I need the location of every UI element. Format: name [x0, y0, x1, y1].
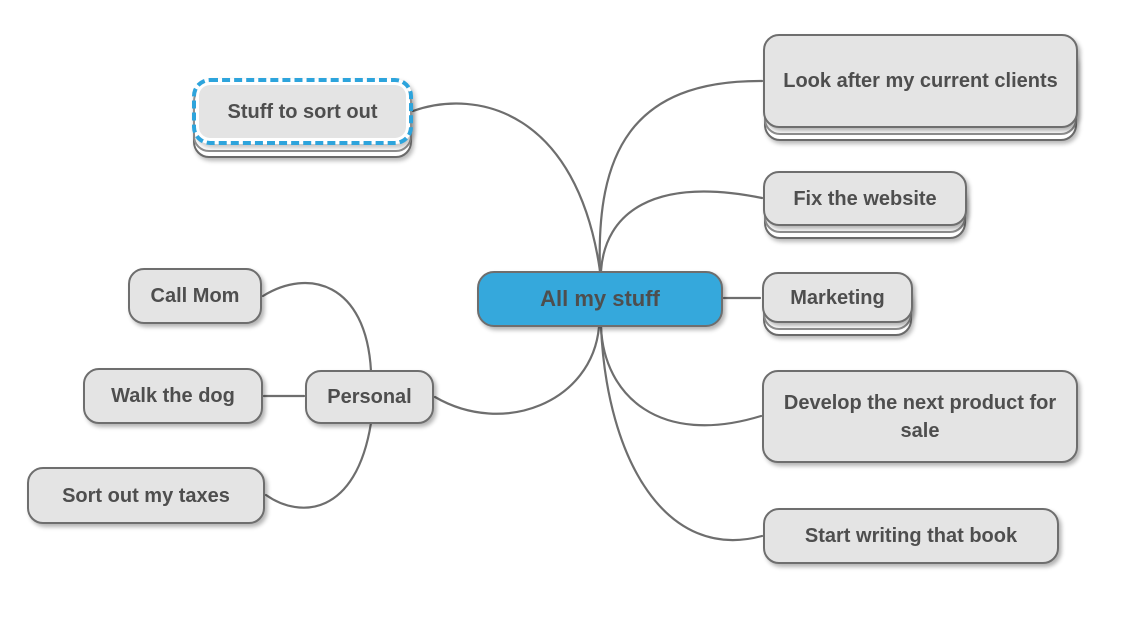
- node-box: Call Mom: [128, 268, 262, 324]
- node-label: Develop the next product for sale: [783, 391, 1057, 442]
- connector-call-mom-to-personal: [261, 282, 373, 373]
- node-box: Start writing that book: [763, 508, 1059, 564]
- node-call-mom[interactable]: Call Mom: [128, 268, 262, 324]
- node-box: Develop the next product for sale: [762, 370, 1078, 463]
- node-personal[interactable]: Personal: [305, 370, 434, 424]
- node-label: Call Mom: [150, 285, 240, 307]
- node-box-selected: Stuff to sort out: [192, 78, 413, 145]
- root-node-box: All my stuff: [477, 271, 723, 327]
- node-root-all-my-stuff[interactable]: All my stuff: [477, 271, 723, 327]
- node-label: Sort out my taxes: [62, 484, 230, 507]
- node-label: Look after my current clients: [783, 70, 1058, 92]
- connector-sort-taxes-to-personal: [264, 421, 373, 509]
- connector-root-to-personal: [433, 325, 601, 415]
- node-fix-website[interactable]: Fix the website: [763, 171, 967, 239]
- node-walk-dog[interactable]: Walk the dog: [83, 368, 263, 424]
- node-box: Sort out my taxes: [27, 467, 265, 524]
- connector-root-to-develop-product: [599, 325, 763, 427]
- node-box: Marketing: [762, 272, 913, 323]
- node-box: Personal: [305, 370, 434, 424]
- node-look-after-clients[interactable]: Look after my current clients: [763, 34, 1078, 141]
- connector-root-to-look-after-clients: [598, 79, 764, 273]
- node-box: Fix the website: [763, 171, 967, 226]
- node-marketing[interactable]: Marketing: [762, 272, 913, 336]
- node-box: Walk the dog: [83, 368, 263, 424]
- connector-root-to-start-book: [599, 325, 764, 542]
- node-box: Look after my current clients: [763, 34, 1078, 128]
- node-develop-product[interactable]: Develop the next product for sale: [762, 370, 1078, 463]
- node-label: Fix the website: [793, 187, 937, 210]
- node-label: Walk the dog: [111, 385, 235, 407]
- node-label: Start writing that book: [804, 525, 1018, 547]
- node-start-book[interactable]: Start writing that book: [763, 508, 1059, 564]
- node-label: Stuff to sort out: [227, 100, 378, 123]
- connector-stuff-to-sort-out-to-root: [411, 102, 602, 273]
- node-label: All my stuff: [540, 285, 660, 311]
- node-label: Marketing: [790, 286, 885, 309]
- node-sort-taxes[interactable]: Sort out my taxes: [27, 467, 265, 524]
- node-label: Personal: [327, 386, 412, 408]
- connector-root-to-fix-website: [599, 190, 764, 273]
- node-stuff-to-sort-out[interactable]: Stuff to sort out: [192, 78, 413, 158]
